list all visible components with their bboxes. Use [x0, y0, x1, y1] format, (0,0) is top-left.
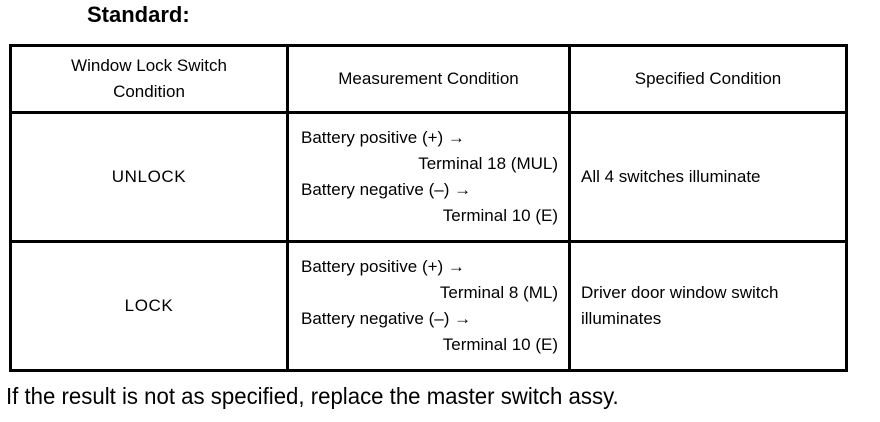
specified-condition-line1: Driver door window switch — [581, 282, 779, 302]
table-header-row: Window Lock Switch Condition Measurement… — [9, 44, 848, 114]
standard-specification-table: Window Lock Switch Condition Measurement… — [9, 44, 848, 373]
measurement-line-negative: Battery negative (–) → — [301, 308, 472, 328]
cell-specified-condition-lock: Driver door window switch illuminates — [568, 239, 848, 373]
column-header-specified-condition: Specified Condition — [568, 44, 848, 114]
column-header-switch-condition: Window Lock Switch Condition — [9, 44, 289, 114]
cell-measurement-condition-lock: Battery positive (+) → Terminal 8 (ML) B… — [286, 239, 571, 373]
measurement-line-positive: Battery positive (+) → — [301, 127, 465, 147]
measurement-line-negative-terminal: Terminal 10 (E) — [442, 334, 558, 354]
cell-switch-condition-lock: LOCK — [9, 239, 289, 373]
measurement-line-positive-terminal: Terminal 8 (ML) — [439, 282, 558, 302]
cell-specified-condition-unlock: All 4 switches illuminate — [568, 110, 848, 243]
measurement-line-negative: Battery negative (–) → — [301, 179, 472, 199]
table-row: LOCK Battery positive (+) → Terminal 8 (… — [9, 239, 848, 373]
column-header-switch-condition-line2: Condition — [113, 81, 185, 101]
table-row: UNLOCK Battery positive (+) → Terminal 1… — [9, 110, 848, 243]
specified-condition-line1: All 4 switches illuminate — [581, 166, 761, 186]
column-header-measurement-condition: Measurement Condition — [286, 44, 571, 114]
measurement-line-positive: Battery positive (+) → — [301, 256, 465, 276]
column-header-specified-condition-label: Specified Condition — [634, 68, 782, 88]
measurement-line-negative-terminal: Terminal 10 (E) — [442, 205, 558, 225]
column-header-measurement-condition-label: Measurement Condition — [338, 68, 519, 88]
column-header-switch-condition-line1: Window Lock Switch — [71, 55, 227, 75]
footer-note: If the result is not as specified, repla… — [6, 383, 619, 409]
measurement-line-positive-terminal: Terminal 18 (MUL) — [418, 153, 558, 173]
page-title: Standard: — [87, 2, 190, 27]
specified-condition-line2: illuminates — [581, 308, 662, 328]
cell-measurement-condition-unlock: Battery positive (+) → Terminal 18 (MUL)… — [286, 110, 571, 243]
cell-switch-condition-unlock: UNLOCK — [9, 110, 289, 243]
